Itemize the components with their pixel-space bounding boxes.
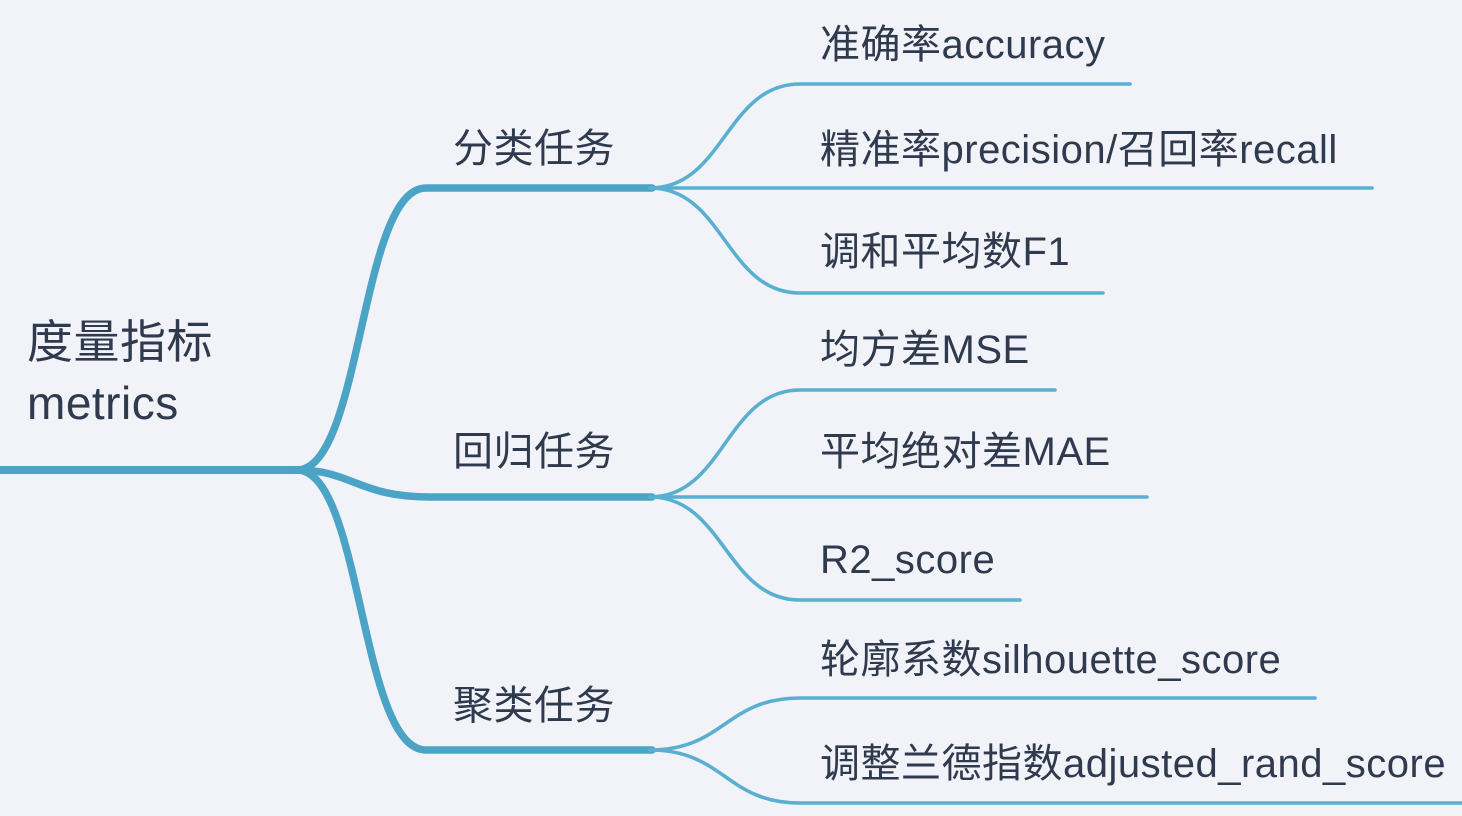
leaf-connector-lines xyxy=(648,82,1462,805)
leaf-node-r2-score[interactable]: R2_score xyxy=(820,538,996,582)
classification-to-f1-line xyxy=(648,186,1105,295)
regression-to-r2-line xyxy=(648,495,1022,602)
branch-node-clustering[interactable]: 聚类任务 xyxy=(453,684,615,728)
branch-node-regression[interactable]: 回归任务 xyxy=(453,430,615,474)
leaf-node-precision-recall[interactable]: 精准率precision/召回率recall xyxy=(820,128,1338,172)
leaf-node-f1[interactable]: 调和平均数F1 xyxy=(820,230,1071,274)
root-node-subtitle: metrics xyxy=(27,377,179,429)
branch-node-classification[interactable]: 分类任务 xyxy=(453,127,615,171)
leaf-node-mae[interactable]: 平均绝对差MAE xyxy=(820,430,1111,474)
root-to-classification-line xyxy=(293,184,656,474)
leaf-node-silhouette-score[interactable]: 轮廓系数silhouette_score xyxy=(820,638,1282,682)
clustering-to-silhouette-line xyxy=(648,696,1317,752)
leaf-node-accuracy[interactable]: 准确率accuracy xyxy=(820,23,1106,67)
root-to-regression-line xyxy=(293,466,656,501)
leaf-node-mse[interactable]: 均方差MSE xyxy=(820,328,1030,372)
root-node-title: 度量指标 xyxy=(27,316,213,368)
leaf-node-adjusted-rand-score[interactable]: 调整兰德指数adjusted_rand_score xyxy=(820,742,1447,786)
root-to-clustering-line xyxy=(293,466,656,754)
branch-connector-lines xyxy=(0,184,656,754)
clustering-to-adjusted-rand-line xyxy=(648,748,1462,805)
classification-to-accuracy-line xyxy=(648,82,1132,190)
root-node-metrics[interactable]: 度量指标 metrics xyxy=(27,312,213,434)
regression-to-mse-line xyxy=(648,388,1057,499)
